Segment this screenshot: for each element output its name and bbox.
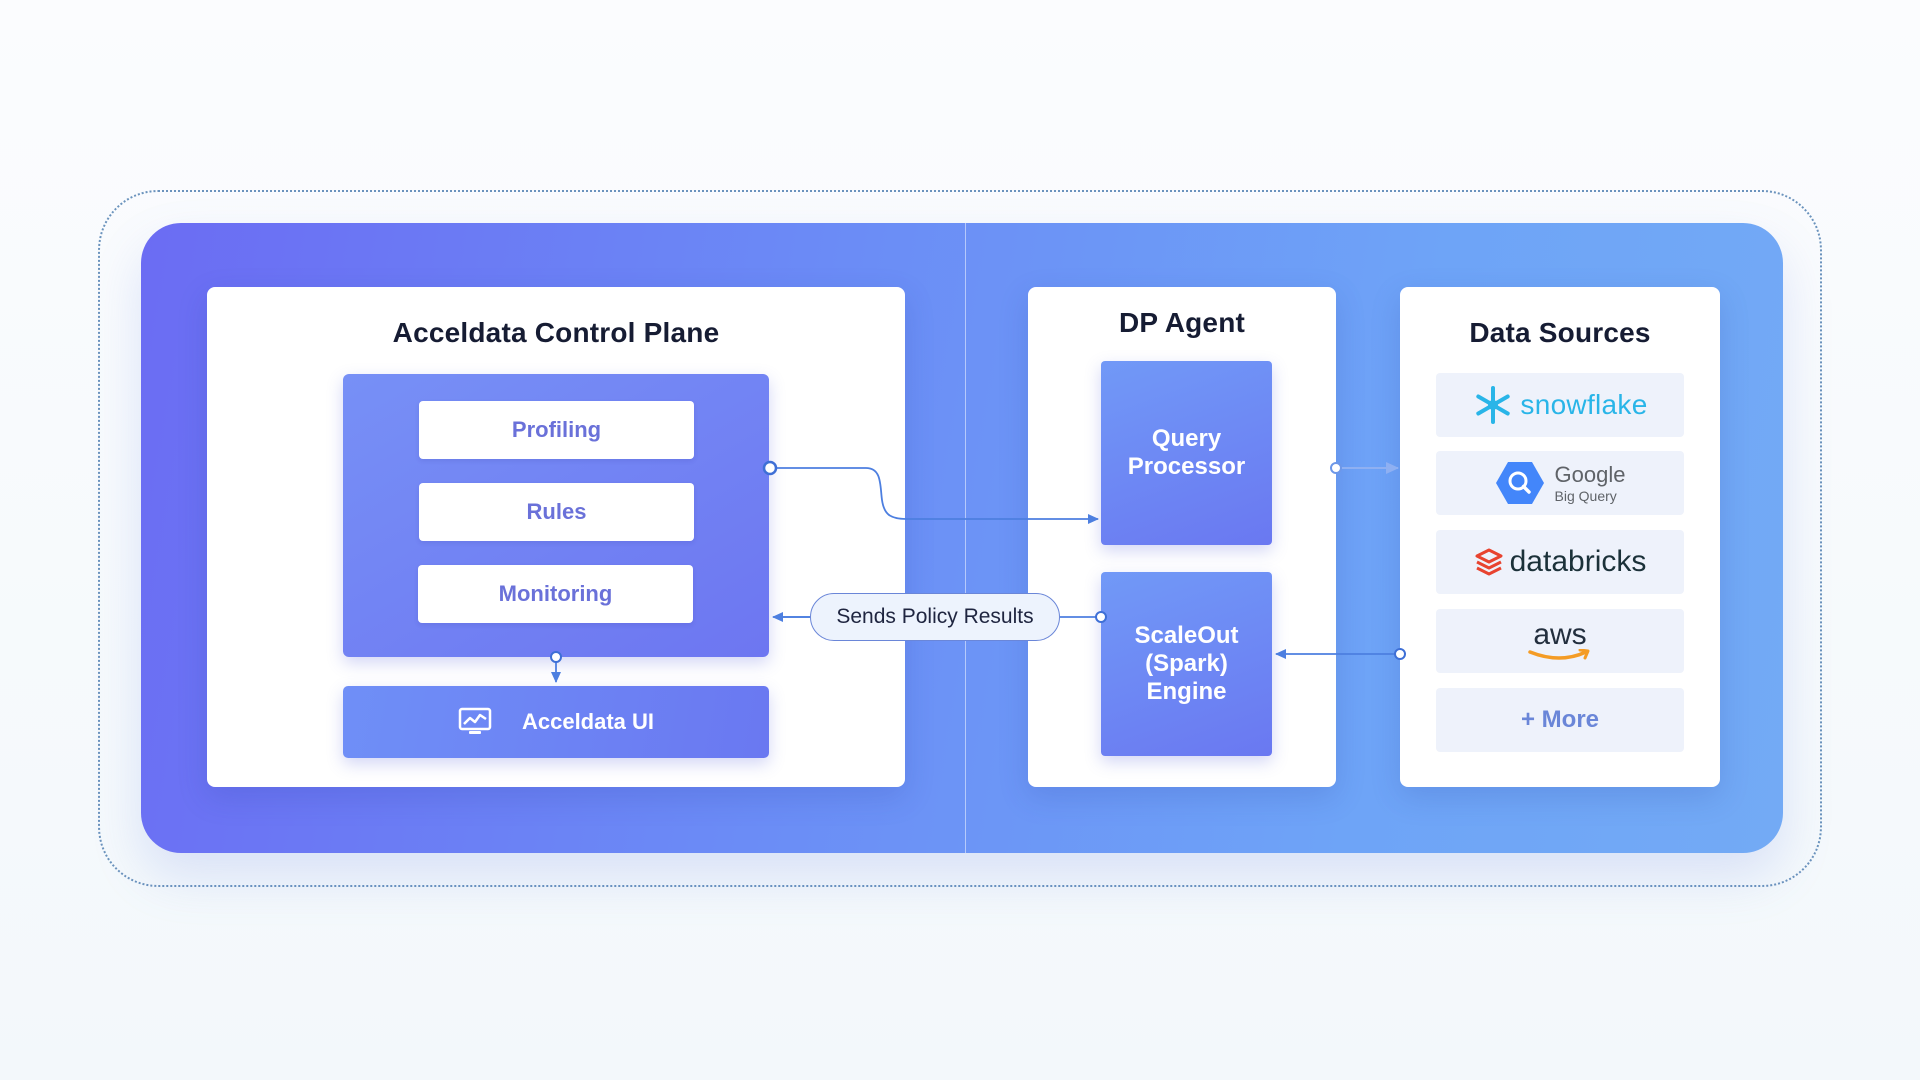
snowflake-logo-text: snowflake — [1520, 389, 1648, 420]
control-plane-title: Acceldata Control Plane — [392, 317, 720, 348]
dpagent-output-node — [1330, 462, 1342, 474]
band-divider — [965, 223, 966, 853]
scaleout-output-node — [1095, 611, 1107, 623]
dp-agent-title: DP Agent — [1118, 307, 1246, 338]
more-sources-label: + More — [1520, 706, 1600, 733]
google-bigquery-tile[interactable]: Google Big Query — [1436, 451, 1684, 515]
scaleout-engine-label-line-1: ScaleOut — [1134, 622, 1239, 649]
snowflake-icon — [1476, 386, 1511, 424]
amazon-smile-icon — [1528, 649, 1590, 660]
query-processor-label-line-2: Processor — [1127, 453, 1246, 480]
query-processor-box: Query Processor — [1101, 361, 1272, 545]
bigquery-icon — [1495, 462, 1544, 504]
scaleout-engine-box: ScaleOut (Spark) Engine — [1101, 572, 1272, 756]
monitoring-button[interactable]: Monitoring — [418, 565, 693, 623]
features-output-node — [550, 651, 562, 663]
scaleout-engine-label-line-2: (Spark) — [1145, 650, 1228, 677]
profiling-button[interactable]: Profiling — [419, 401, 694, 459]
query-processor-label-line-1: Query — [1151, 425, 1222, 452]
rules-button[interactable]: Rules — [419, 483, 694, 541]
aws-logo-text: aws — [1533, 618, 1587, 651]
monitor-chart-icon — [458, 707, 492, 734]
scaleout-engine-label-line-3: Engine — [1146, 678, 1227, 705]
controlplane-output-node — [762, 460, 778, 476]
acceldata-ui-label: Acceldata UI — [521, 709, 655, 734]
databricks-icon — [1475, 548, 1503, 576]
diagram-outer-frame — [98, 190, 1822, 887]
databricks-tile[interactable]: databricks — [1436, 530, 1684, 594]
sends-policy-results-label: Sends Policy Results — [810, 593, 1060, 641]
databricks-logo-text: databricks — [1509, 545, 1647, 578]
bigquery-logo-text: Big Query — [1554, 487, 1617, 504]
snowflake-tile[interactable]: snowflake — [1436, 373, 1684, 437]
more-sources-tile[interactable]: + More — [1436, 688, 1684, 752]
controlplane-to-queryprocessor-connector — [770, 467, 1099, 524]
datasources-output-node — [1394, 648, 1406, 660]
data-sources-title: Data Sources — [1469, 317, 1651, 348]
aws-tile[interactable]: aws — [1436, 609, 1684, 673]
google-logo-text: Google — [1554, 461, 1626, 487]
acceldata-ui-bar[interactable]: Acceldata UI — [343, 686, 769, 758]
